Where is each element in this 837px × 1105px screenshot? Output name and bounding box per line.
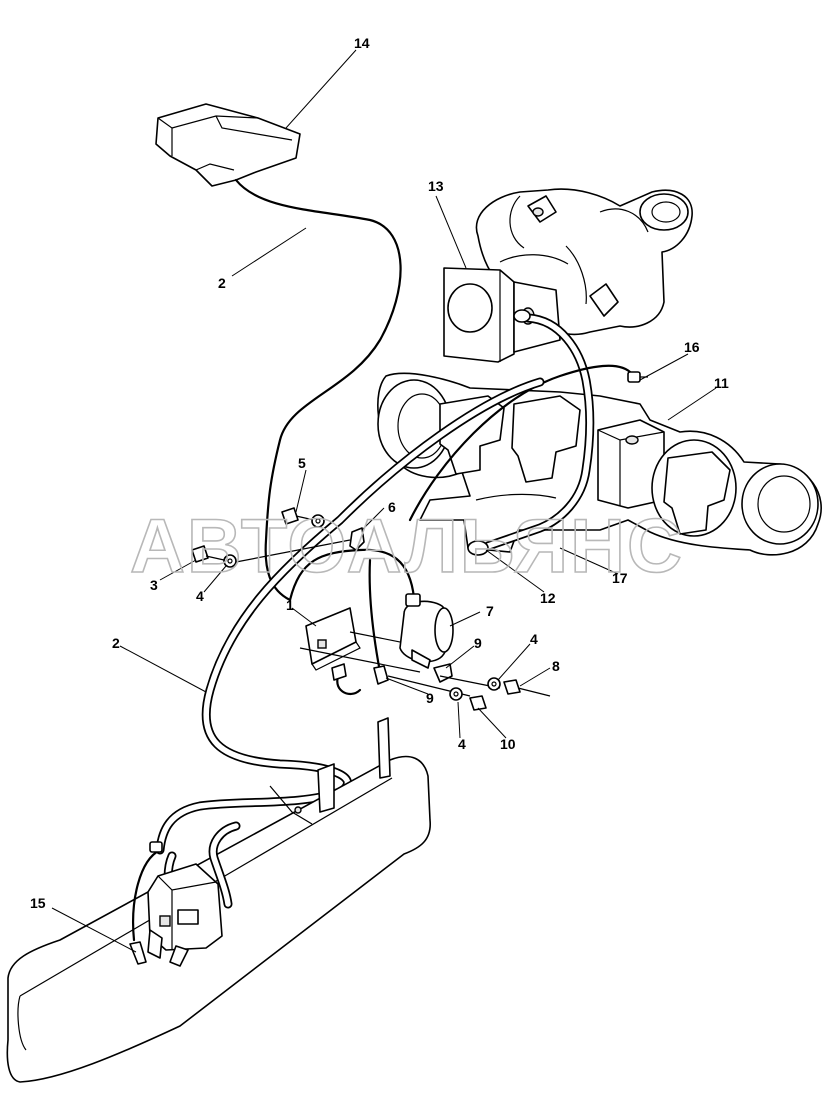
connector-9 [373, 663, 453, 685]
callout-14: 14 [354, 35, 370, 51]
bolt-10 [387, 675, 487, 711]
callout-9-upper: 9 [474, 635, 482, 651]
bolt-5 [281, 507, 325, 528]
callout-8: 8 [552, 658, 560, 674]
callout-2-top: 2 [218, 275, 226, 291]
hose-12 [467, 309, 595, 556]
bolt-8 [439, 675, 551, 697]
callout-10: 10 [500, 736, 516, 752]
callout-1: 1 [286, 597, 294, 613]
callout-9-lower: 9 [426, 690, 434, 706]
watermark-text: АВТОАЛЬЯНС [130, 504, 684, 589]
callout-5: 5 [298, 455, 306, 471]
control-unit-icon [155, 103, 301, 187]
callout-3: 3 [150, 577, 158, 593]
callout-16: 16 [684, 339, 700, 355]
callout-4-left: 4 [196, 588, 204, 604]
harness-2 [234, 178, 402, 602]
leader-lines [51, 49, 717, 953]
callout-7: 7 [486, 603, 494, 619]
actuator-icon [399, 593, 454, 669]
clamp-6 [235, 527, 365, 563]
hose-2 [155, 377, 545, 855]
bolt-3 [191, 545, 237, 568]
valve-assembly-icon [129, 821, 241, 967]
callout-15: 15 [30, 895, 46, 911]
callout-2-left: 2 [112, 635, 120, 651]
callout-4-bottom: 4 [458, 736, 466, 752]
callout-6: 6 [388, 499, 396, 515]
callout-13: 13 [428, 178, 444, 194]
callout-labels: 14 2 13 16 11 5 6 3 4 2 1 7 9 9 4 8 4 10… [30, 35, 729, 911]
callout-17: 17 [612, 570, 628, 586]
engine-block-icon [377, 372, 822, 556]
callout-4-right: 4 [530, 631, 538, 647]
callout-11: 11 [714, 375, 729, 391]
callout-12: 12 [540, 590, 556, 606]
